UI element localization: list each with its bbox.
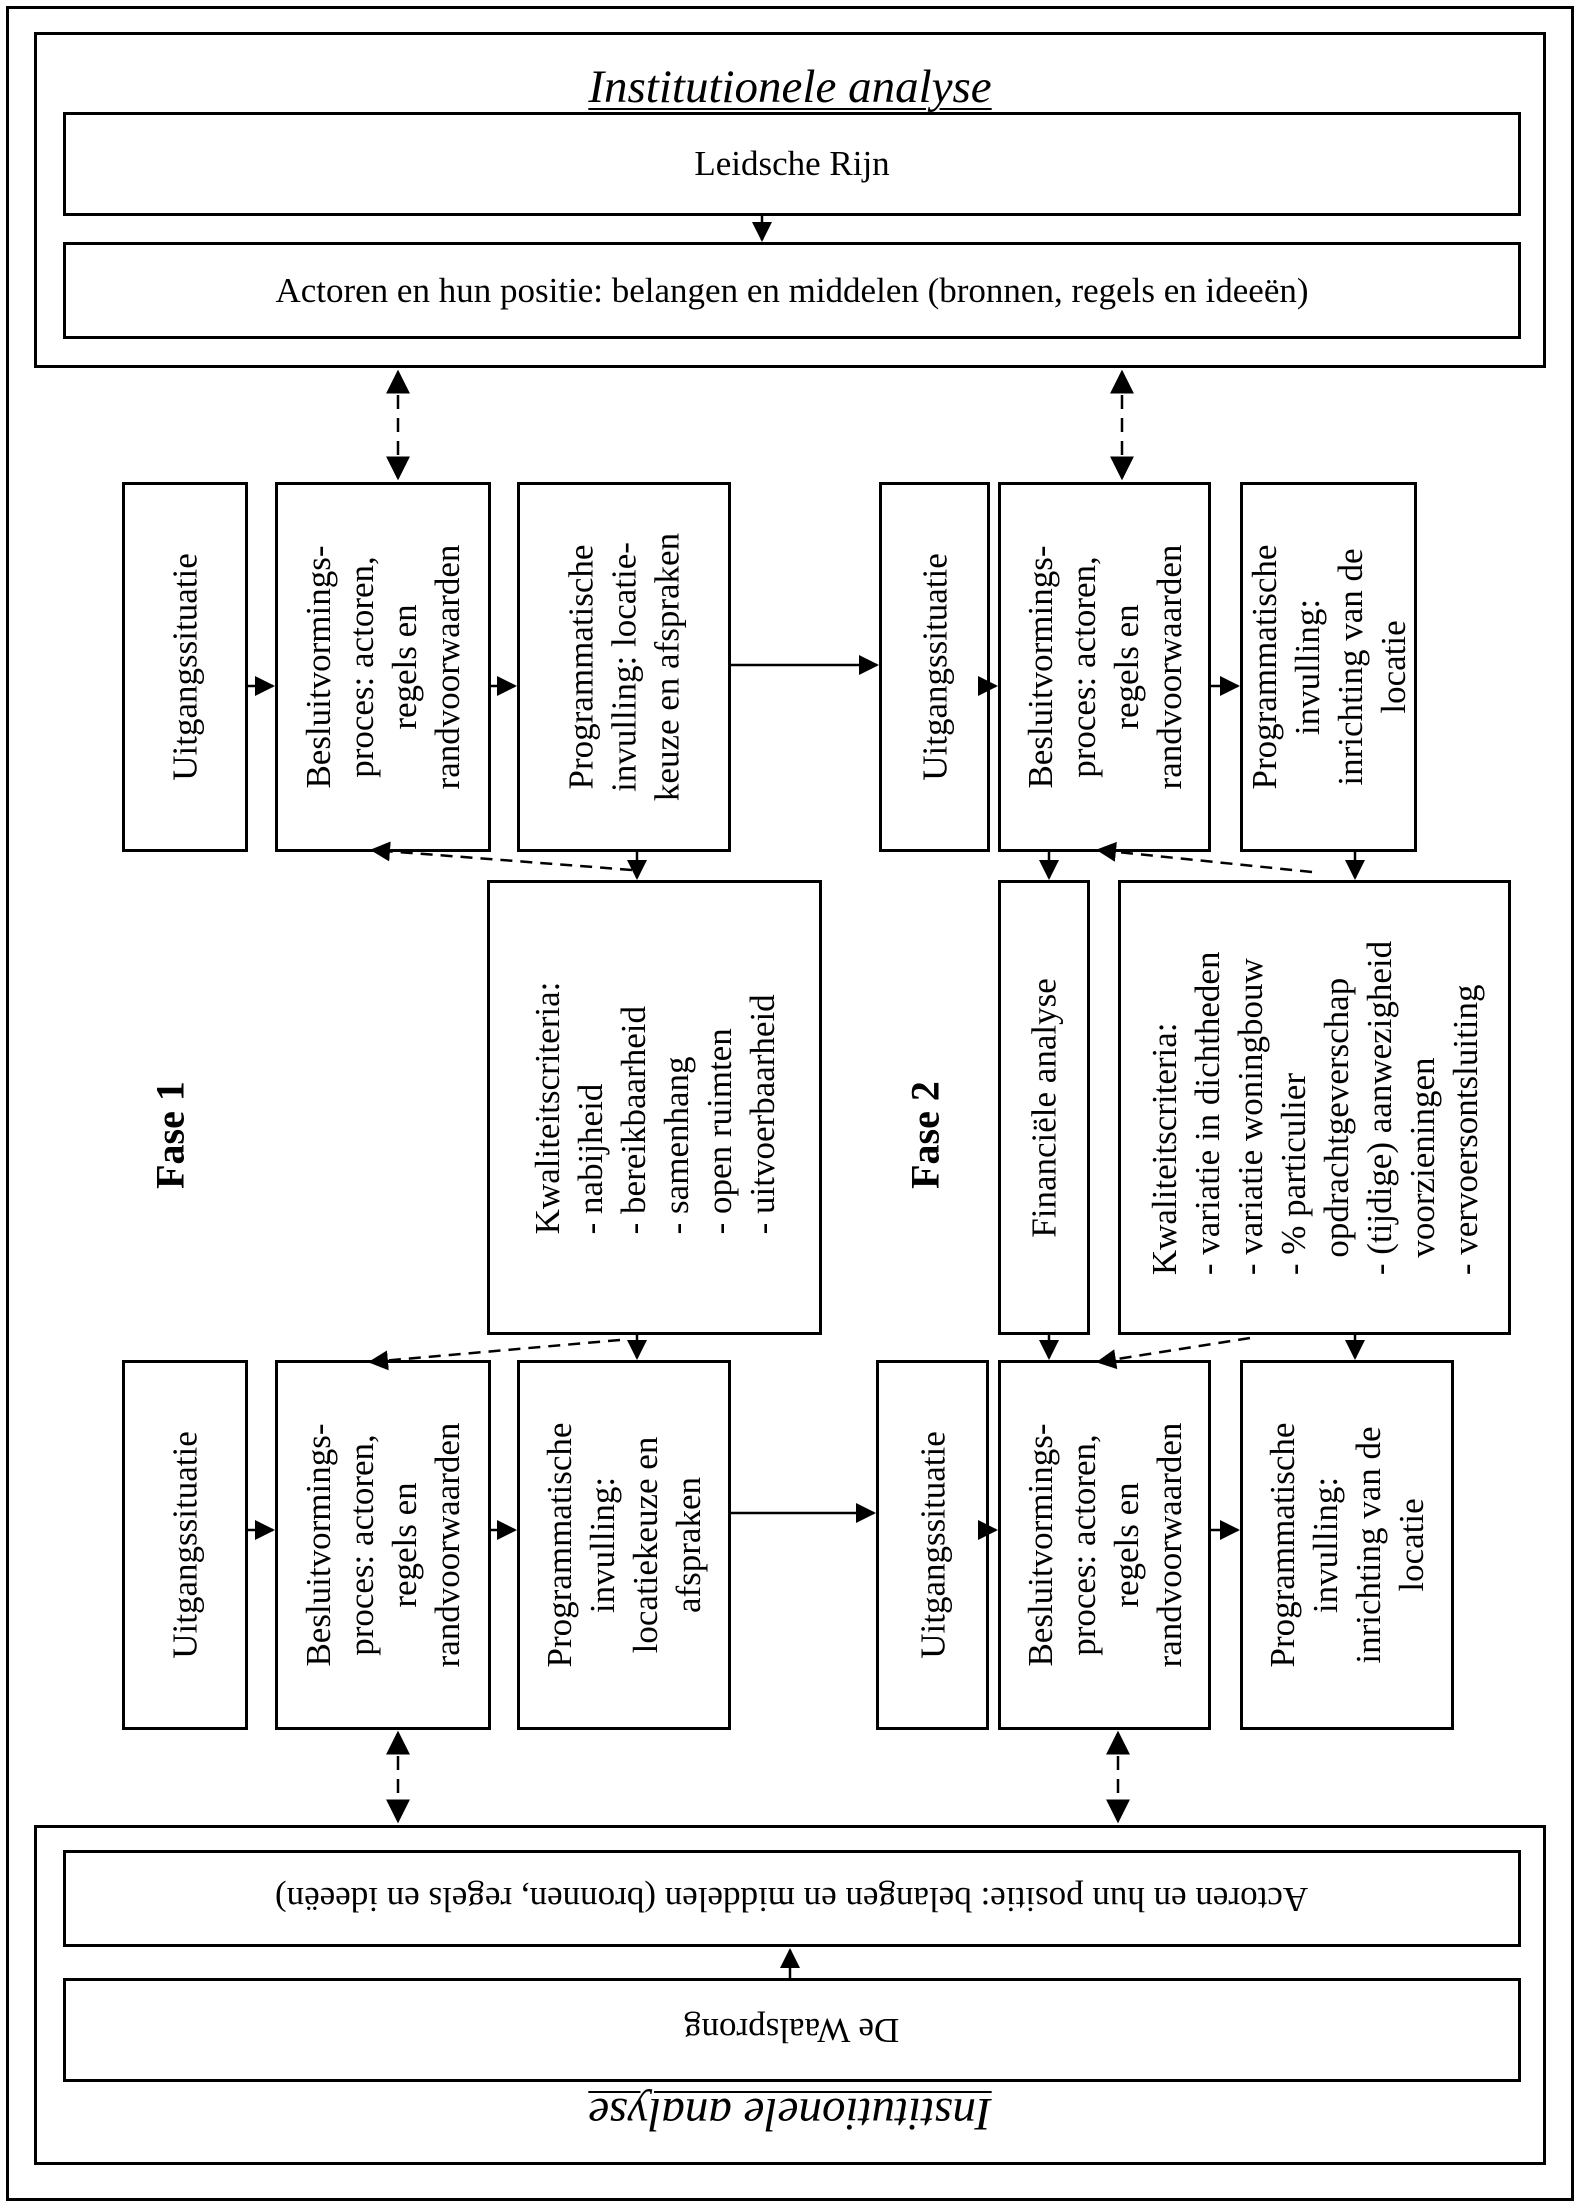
fase1-bottom-besluitvorming-box: Besluitvormings- proces: actoren, regels… [275, 1360, 491, 1730]
outer-frame [6, 6, 1574, 2201]
financiele-analyse-box: Financiële analyse [998, 880, 1090, 1335]
fase2-kwaliteitscriteria-box: Kwaliteitscriteria: - variatie in dichth… [1118, 880, 1511, 1335]
fase1-bottom-programmatische-box: Programmatische invulling: locatiekeuze … [517, 1360, 731, 1730]
fase1-kwaliteitscriteria-box: Kwaliteitscriteria: - nabijheid - bereik… [487, 880, 822, 1335]
top-institutional-panel [34, 32, 1546, 368]
top-title: Institutionele analyse [588, 61, 992, 113]
top-actors-box: Actoren en hun positie: belangen en midd… [63, 242, 1521, 339]
fase1-bottom-uitgangssituatie-box: Uitgangssituatie [122, 1360, 248, 1730]
fase2-top-programmatische-box: Programmatische invulling: inrichting va… [1240, 482, 1417, 852]
top-case-box: Leidsche Rijn [63, 112, 1521, 216]
fase2-bottom-besluitvorming-box: Besluitvormings- proces: actoren, regels… [998, 1360, 1211, 1730]
fase1-top-uitgangssituatie-box: Uitgangssituatie [122, 482, 248, 852]
arrow-dashed-f2-kwal-to-bes-top [1096, 841, 1313, 874]
arrow-dashed-f1-kwal-to-bes-bot [368, 1338, 621, 1371]
fase2-top-uitgangssituatie-box: Uitgangssituatie [879, 482, 990, 852]
fase2-top-besluitvorming-box: Besluitvormings- proces: actoren, regels… [998, 482, 1211, 852]
fase2-bottom-programmatische-box: Programmatische invulling: inrichting va… [1240, 1360, 1454, 1730]
fase2-bottom-uitgangssituatie-box: Uitgangssituatie [876, 1360, 989, 1730]
bottom-case-box: De Waalsprong [63, 1978, 1521, 2082]
arrow-dashed-f1-kwal-to-bes-top [370, 841, 633, 872]
arrow-dashed-f2-kwal-to-bes-bot [1096, 1336, 1251, 1370]
fase1-top-programmatische-box: Programmatische invulling: locatie- keuz… [517, 482, 731, 852]
fase1-top-besluitvorming-box: Besluitvormings- proces: actoren, regels… [275, 482, 491, 852]
bottom-institutional-panel [34, 1825, 1546, 2165]
bottom-actors-box: Actoren en hun positie: belangen en midd… [63, 1850, 1521, 1947]
